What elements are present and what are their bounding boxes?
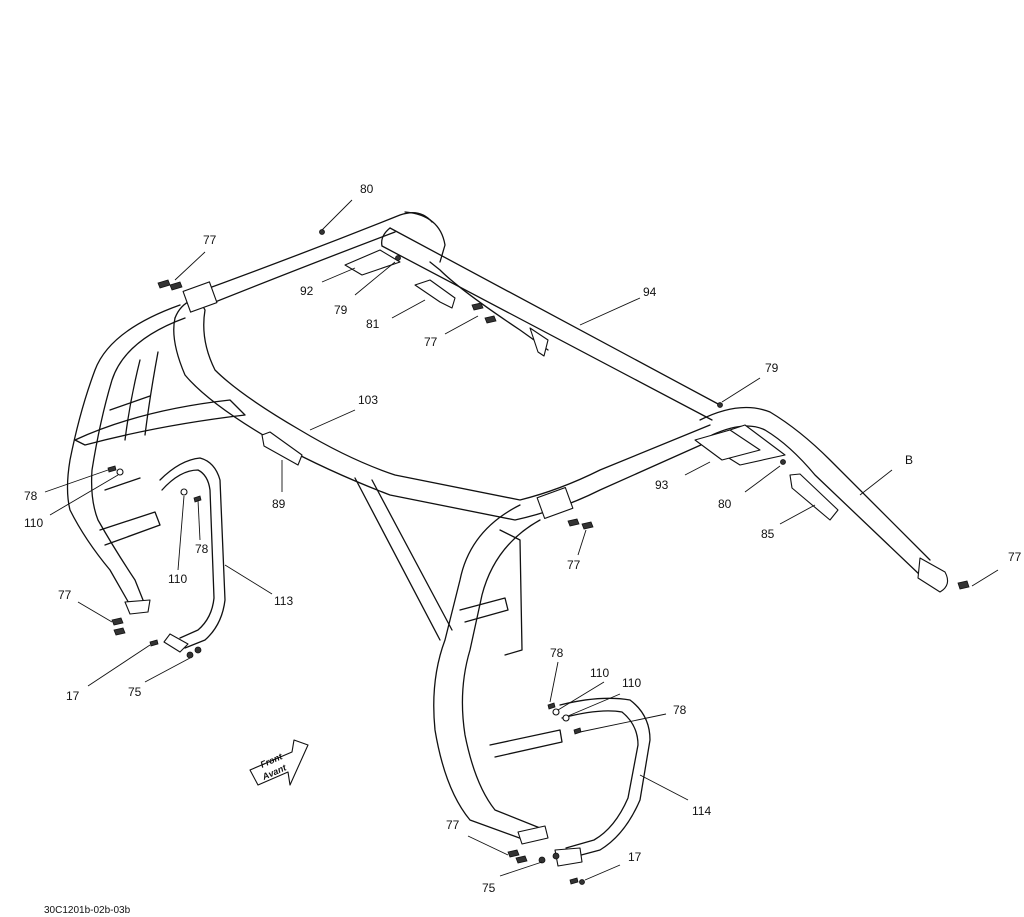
callout-93: 93 [655, 478, 669, 492]
front-hoop-103 [173, 281, 713, 521]
callout-103: 103 [358, 393, 378, 407]
rear-crossbar-94 [381, 227, 721, 421]
fasteners [107, 229, 970, 885]
callout-labels: 80 77 92 79 81 77 94 103 79 89 93 80 85 … [24, 182, 1022, 895]
callout-114: 114 [692, 804, 711, 818]
cover-85 [789, 473, 839, 521]
callout-110: 110 [24, 516, 43, 530]
bracket-93 [694, 429, 761, 461]
leader-lines [44, 199, 999, 881]
callout-92: 92 [300, 284, 314, 298]
callout-78: 78 [195, 542, 209, 556]
left-side-frame [66, 304, 246, 615]
callout-77: 77 [446, 818, 460, 832]
roll-cage-drawing: Front Avant [66, 211, 970, 885]
callout-80: 80 [718, 497, 732, 511]
bracket-92 [344, 249, 401, 276]
callout-110: 110 [622, 676, 641, 690]
callout-81: 81 [366, 317, 380, 331]
callout-77: 77 [1008, 550, 1022, 564]
callout-78: 78 [24, 489, 38, 503]
callout-113: 113 [274, 594, 293, 608]
cover-89 [261, 431, 303, 466]
callout-85: 85 [761, 527, 775, 541]
callout-78: 78 [673, 703, 687, 717]
callout-110: 110 [168, 572, 187, 586]
callout-17: 17 [628, 850, 642, 864]
callout-77: 77 [203, 233, 217, 247]
cover-81 [414, 279, 456, 309]
callout-94: 94 [643, 285, 657, 299]
callout-80: 80 [360, 182, 374, 196]
callout-75: 75 [128, 685, 142, 699]
callout-78: 78 [550, 646, 564, 660]
drawing-code: 30C1201b-02b-03b [44, 905, 131, 916]
front-direction-arrow: Front Avant [249, 739, 309, 786]
callout-89: 89 [272, 497, 286, 511]
left-door-bar-113 [159, 457, 226, 653]
callout-77: 77 [567, 558, 581, 572]
view-marker-b: B [905, 453, 913, 467]
right-side-frame [354, 477, 563, 845]
callout-77: 77 [58, 588, 72, 602]
right-door-bar-114 [554, 697, 651, 867]
callout-77: 77 [424, 335, 438, 349]
left-upper-rail [189, 211, 446, 311]
callout-75: 75 [482, 881, 496, 895]
callout-79: 79 [765, 361, 779, 375]
callout-17: 17 [66, 689, 80, 703]
callout-110: 110 [590, 666, 609, 680]
callout-79: 79 [334, 303, 348, 317]
